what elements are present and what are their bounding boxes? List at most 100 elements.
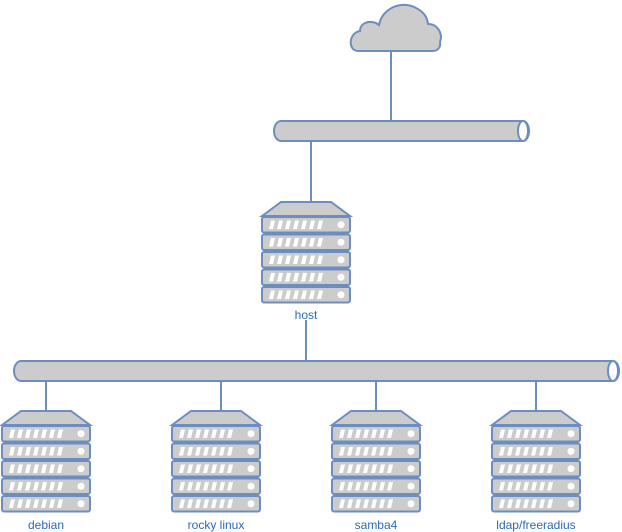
- vent-stripe: [17, 464, 23, 473]
- vent-stripe: [317, 238, 323, 247]
- server-debian[interactable]: [0, 410, 94, 513]
- cloud-icon[interactable]: [349, 3, 442, 52]
- label-debian: debian: [27, 518, 65, 532]
- vent-stripe: [363, 429, 369, 438]
- vent-stripe: [285, 290, 291, 299]
- vent-stripe: [227, 499, 233, 508]
- vent-stripe: [293, 238, 299, 247]
- vent-stripe: [379, 429, 385, 438]
- label-rocky-linux: rocky linux: [187, 518, 245, 532]
- vent-stripe: [523, 499, 529, 508]
- vent-stripe: [211, 464, 217, 473]
- vent-stripe: [531, 429, 537, 438]
- vent-stripe: [317, 255, 323, 264]
- vent-stripe: [25, 499, 31, 508]
- vent-stripe: [227, 447, 233, 456]
- server-unit: [261, 233, 351, 251]
- status-led-icon: [337, 273, 345, 281]
- vent-stripe: [277, 290, 283, 299]
- vent-stripe: [9, 482, 15, 491]
- vent-stripe: [301, 290, 307, 299]
- vent-stripe: [363, 464, 369, 473]
- internal-bus[interactable]: [13, 360, 620, 382]
- vent-stripe: [285, 220, 291, 229]
- vent-stripe: [507, 482, 513, 491]
- vent-stripe: [269, 273, 275, 282]
- vent-stripe: [195, 464, 201, 473]
- vent-stripe: [179, 429, 185, 438]
- vent-stripe: [539, 464, 545, 473]
- vent-stripe: [9, 429, 15, 438]
- server-unit: [491, 460, 581, 478]
- status-led-icon: [247, 447, 255, 455]
- vent-stripe: [17, 447, 23, 456]
- server-host[interactable]: [258, 201, 354, 304]
- vent-stripe: [347, 447, 353, 456]
- status-led-icon: [337, 221, 345, 229]
- status-led-icon: [407, 500, 415, 508]
- server-unit: [491, 495, 581, 513]
- vent-stripe: [347, 482, 353, 491]
- vent-stripe: [379, 447, 385, 456]
- vent-stripe: [203, 464, 209, 473]
- server-rocky[interactable]: [168, 410, 264, 513]
- status-led-icon: [247, 430, 255, 438]
- vent-stripe: [387, 429, 393, 438]
- vent-stripe: [269, 290, 275, 299]
- status-led-icon: [567, 500, 575, 508]
- vent-stripe: [9, 499, 15, 508]
- server-unit: [491, 442, 581, 460]
- vent-stripe: [547, 447, 553, 456]
- vent-stripe: [57, 499, 63, 508]
- vent-stripe: [195, 482, 201, 491]
- vent-stripe: [531, 447, 537, 456]
- vent-stripe: [339, 429, 345, 438]
- vent-stripe: [317, 273, 323, 282]
- server-unit: [261, 268, 351, 286]
- server-unit: [331, 477, 421, 495]
- server-samba[interactable]: [328, 410, 424, 513]
- vent-stripe: [371, 464, 377, 473]
- vent-stripe: [285, 273, 291, 282]
- server-unit: [261, 216, 351, 234]
- upstream-bus[interactable]: [273, 120, 530, 142]
- vent-stripe: [387, 447, 393, 456]
- vent-stripe: [293, 290, 299, 299]
- vent-stripe: [17, 499, 23, 508]
- status-led-icon: [407, 447, 415, 455]
- vent-stripe: [371, 482, 377, 491]
- vent-stripe: [515, 499, 521, 508]
- status-led-icon: [247, 482, 255, 490]
- vent-stripe: [277, 273, 283, 282]
- vent-stripe: [17, 482, 23, 491]
- vent-stripe: [355, 499, 361, 508]
- label-samba4: samba4: [354, 518, 398, 532]
- vent-stripe: [387, 464, 393, 473]
- vent-stripe: [33, 464, 39, 473]
- server-unit: [171, 460, 261, 478]
- vent-stripe: [179, 482, 185, 491]
- server-ldap[interactable]: [488, 410, 584, 513]
- server-unit: [171, 495, 261, 513]
- vent-stripe: [187, 429, 193, 438]
- status-led-icon: [567, 482, 575, 490]
- status-led-icon: [77, 430, 85, 438]
- vent-stripe: [49, 499, 55, 508]
- vent-stripe: [539, 429, 545, 438]
- vent-stripe: [309, 220, 315, 229]
- vent-stripe: [515, 447, 521, 456]
- vent-stripe: [355, 447, 361, 456]
- vent-stripe: [25, 447, 31, 456]
- vent-stripe: [187, 464, 193, 473]
- vent-stripe: [309, 290, 315, 299]
- vent-stripe: [301, 273, 307, 282]
- vent-stripe: [523, 429, 529, 438]
- vent-stripe: [515, 482, 521, 491]
- vent-stripe: [33, 447, 39, 456]
- server-unit: [171, 477, 261, 495]
- vent-stripe: [179, 447, 185, 456]
- vent-stripe: [507, 464, 513, 473]
- vent-stripe: [547, 429, 553, 438]
- server-unit: [261, 251, 351, 269]
